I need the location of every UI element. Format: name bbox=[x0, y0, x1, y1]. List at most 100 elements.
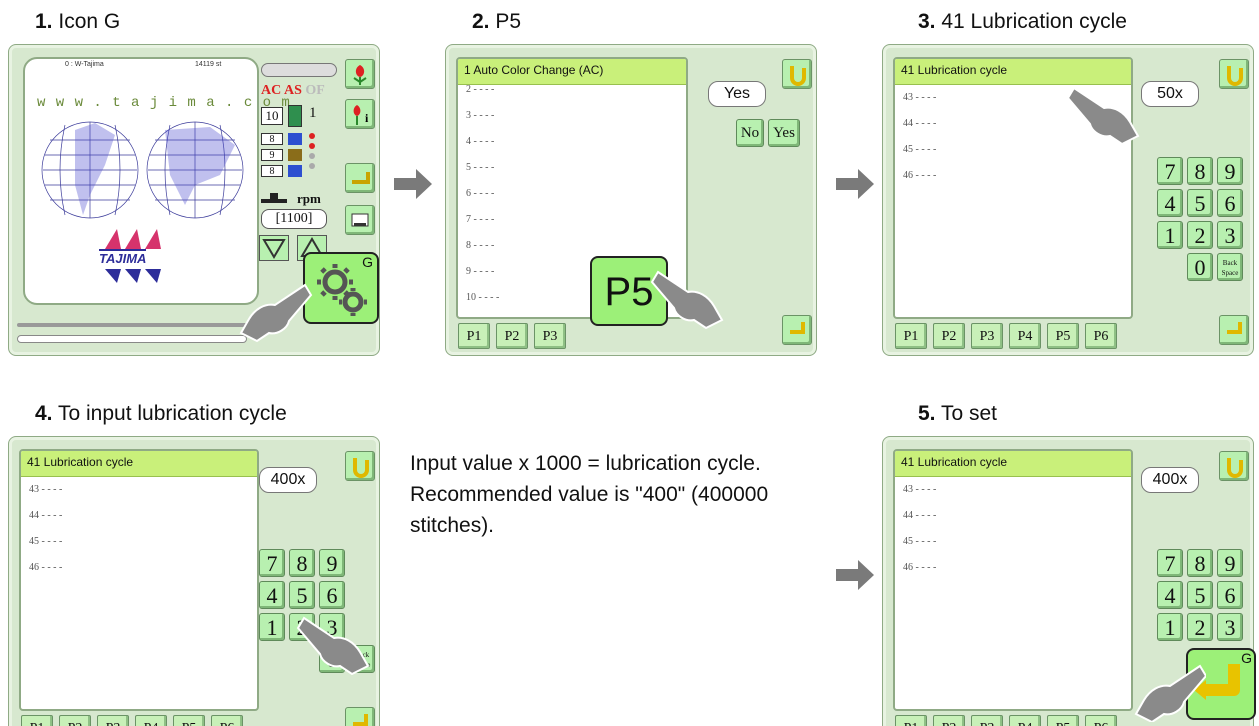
key-2[interactable]: 2 bbox=[1187, 221, 1213, 249]
list-item[interactable]: 6 - - - - bbox=[466, 188, 495, 199]
head-status-dots bbox=[309, 133, 315, 179]
backspace-key[interactable]: Back Space bbox=[1217, 253, 1243, 281]
key-4[interactable]: 4 bbox=[1157, 581, 1183, 609]
pointing-hand-icon bbox=[1066, 86, 1140, 146]
list-item[interactable]: 43 - - - - bbox=[903, 92, 937, 103]
tab-p3[interactable]: P3 bbox=[971, 715, 1003, 726]
list-item[interactable]: 46 - - - - bbox=[903, 562, 937, 573]
set-button[interactable]: G bbox=[1186, 648, 1256, 720]
back-icon[interactable] bbox=[1219, 451, 1249, 481]
list-item[interactable]: 45 - - - - bbox=[903, 536, 937, 547]
key-1[interactable]: 1 bbox=[259, 613, 285, 641]
list-item[interactable]: 2 - - - - bbox=[466, 84, 495, 95]
step-4-title: 4. To input lubrication cycle bbox=[35, 402, 287, 425]
speed-down-icon[interactable] bbox=[259, 235, 289, 261]
key-1[interactable]: 1 bbox=[1157, 221, 1183, 249]
tab-p2[interactable]: P2 bbox=[59, 715, 91, 726]
key-1[interactable]: 1 bbox=[1157, 613, 1183, 641]
bottom-progress-bar bbox=[17, 335, 247, 343]
key-3[interactable]: 3 bbox=[1217, 221, 1243, 249]
list-item[interactable]: 44 - - - - bbox=[903, 118, 937, 129]
tab-p6[interactable]: P6 bbox=[1085, 323, 1117, 349]
key-0[interactable]: 0 bbox=[1187, 253, 1213, 281]
pointing-hand-icon bbox=[1134, 664, 1206, 722]
list-item[interactable]: 5 - - - - bbox=[466, 162, 495, 173]
list-item[interactable]: 7 - - - - bbox=[466, 214, 495, 225]
key-2[interactable]: 2 bbox=[1187, 613, 1213, 641]
key-8[interactable]: 8 bbox=[289, 549, 315, 577]
list-item[interactable]: 10 - - - - bbox=[466, 292, 500, 303]
list-item[interactable]: 45 - - - - bbox=[903, 144, 937, 155]
key-9[interactable]: 9 bbox=[1217, 157, 1243, 185]
tab-p5[interactable]: P5 bbox=[1047, 323, 1079, 349]
tab-p2[interactable]: P2 bbox=[933, 715, 965, 726]
key-9[interactable]: 9 bbox=[319, 549, 345, 577]
key-7[interactable]: 7 bbox=[259, 549, 285, 577]
list-item[interactable]: 45 - - - - bbox=[29, 536, 63, 547]
icon-g-button[interactable]: G bbox=[303, 252, 379, 324]
key-4[interactable]: 4 bbox=[1157, 189, 1183, 217]
tulip-icon[interactable] bbox=[345, 59, 375, 89]
key-6[interactable]: 6 bbox=[1217, 189, 1243, 217]
design-name: 0 : W-Tajima bbox=[65, 61, 104, 68]
progress-slider[interactable] bbox=[261, 63, 337, 77]
back-icon[interactable] bbox=[782, 59, 812, 89]
tab-p6[interactable]: P6 bbox=[1085, 715, 1117, 726]
tab-p5-button[interactable]: P5 I bbox=[590, 256, 668, 326]
tab-p5[interactable]: P5 bbox=[173, 715, 205, 726]
tab-p1[interactable]: P1 bbox=[458, 323, 490, 349]
tab-p1[interactable]: P1 bbox=[895, 715, 927, 726]
frame-icon[interactable] bbox=[345, 205, 375, 235]
list-item-selected[interactable]: 41 Lubrication cycle bbox=[895, 59, 1131, 85]
list-item[interactable]: 46 - - - - bbox=[29, 562, 63, 573]
list-item[interactable]: 9 - - - - bbox=[466, 266, 495, 277]
back-icon[interactable] bbox=[1219, 59, 1249, 89]
key-5[interactable]: 5 bbox=[1187, 189, 1213, 217]
tab-p3[interactable]: P3 bbox=[971, 323, 1003, 349]
key-9[interactable]: 9 bbox=[1217, 549, 1243, 577]
list-item-selected[interactable]: 41 Lubrication cycle bbox=[21, 451, 257, 477]
key-7[interactable]: 7 bbox=[1157, 549, 1183, 577]
list-item[interactable]: 8 - - - - bbox=[466, 240, 495, 251]
list-item-selected[interactable]: 41 Lubrication cycle bbox=[895, 451, 1131, 477]
tab-p1[interactable]: P1 bbox=[21, 715, 53, 726]
enter-icon[interactable] bbox=[782, 315, 812, 345]
list-item[interactable]: 3 - - - - bbox=[466, 110, 495, 121]
tab-p3[interactable]: P3 bbox=[534, 323, 566, 349]
enter-icon[interactable] bbox=[1219, 315, 1249, 345]
list-item[interactable]: 43 - - - - bbox=[903, 484, 937, 495]
tab-p4[interactable]: P4 bbox=[135, 715, 167, 726]
tab-p4[interactable]: P4 bbox=[1009, 323, 1041, 349]
key-5[interactable]: 5 bbox=[289, 581, 315, 609]
key-4[interactable]: 4 bbox=[259, 581, 285, 609]
tab-p5[interactable]: P5 bbox=[1047, 715, 1079, 726]
tab-p2[interactable]: P2 bbox=[933, 323, 965, 349]
key-6[interactable]: 6 bbox=[319, 581, 345, 609]
description-line: Recommended value is "400" (400000 stitc… bbox=[410, 483, 769, 537]
back-icon[interactable] bbox=[345, 451, 375, 481]
option-yes-button[interactable]: Yes bbox=[768, 119, 800, 147]
frame-return-icon[interactable] bbox=[345, 163, 375, 193]
tab-p4[interactable]: P4 bbox=[1009, 715, 1041, 726]
tab-p6[interactable]: P6 bbox=[211, 715, 243, 726]
list-item[interactable]: 46 - - - - bbox=[903, 170, 937, 181]
tab-p1[interactable]: P1 bbox=[895, 323, 927, 349]
option-no-button[interactable]: No bbox=[736, 119, 764, 147]
list-item[interactable]: 44 - - - - bbox=[903, 510, 937, 521]
tab-p2[interactable]: P2 bbox=[496, 323, 528, 349]
key-7[interactable]: 7 bbox=[1157, 157, 1183, 185]
key-6[interactable]: 6 bbox=[1217, 581, 1243, 609]
current-value: 400x bbox=[1141, 467, 1199, 493]
key-3[interactable]: 3 bbox=[1217, 613, 1243, 641]
list-item[interactable]: 4 - - - - bbox=[466, 136, 495, 147]
pointing-hand-icon bbox=[296, 616, 370, 676]
tab-p3[interactable]: P3 bbox=[97, 715, 129, 726]
list-item[interactable]: 43 - - - - bbox=[29, 484, 63, 495]
key-5[interactable]: 5 bbox=[1187, 581, 1213, 609]
key-8[interactable]: 8 bbox=[1187, 549, 1213, 577]
list-item[interactable]: 44 - - - - bbox=[29, 510, 63, 521]
enter-icon[interactable] bbox=[345, 707, 375, 726]
list-item-selected[interactable]: 1 Auto Color Change (AC) bbox=[458, 59, 686, 85]
key-8[interactable]: 8 bbox=[1187, 157, 1213, 185]
tulip-info-icon[interactable]: i bbox=[345, 99, 375, 129]
